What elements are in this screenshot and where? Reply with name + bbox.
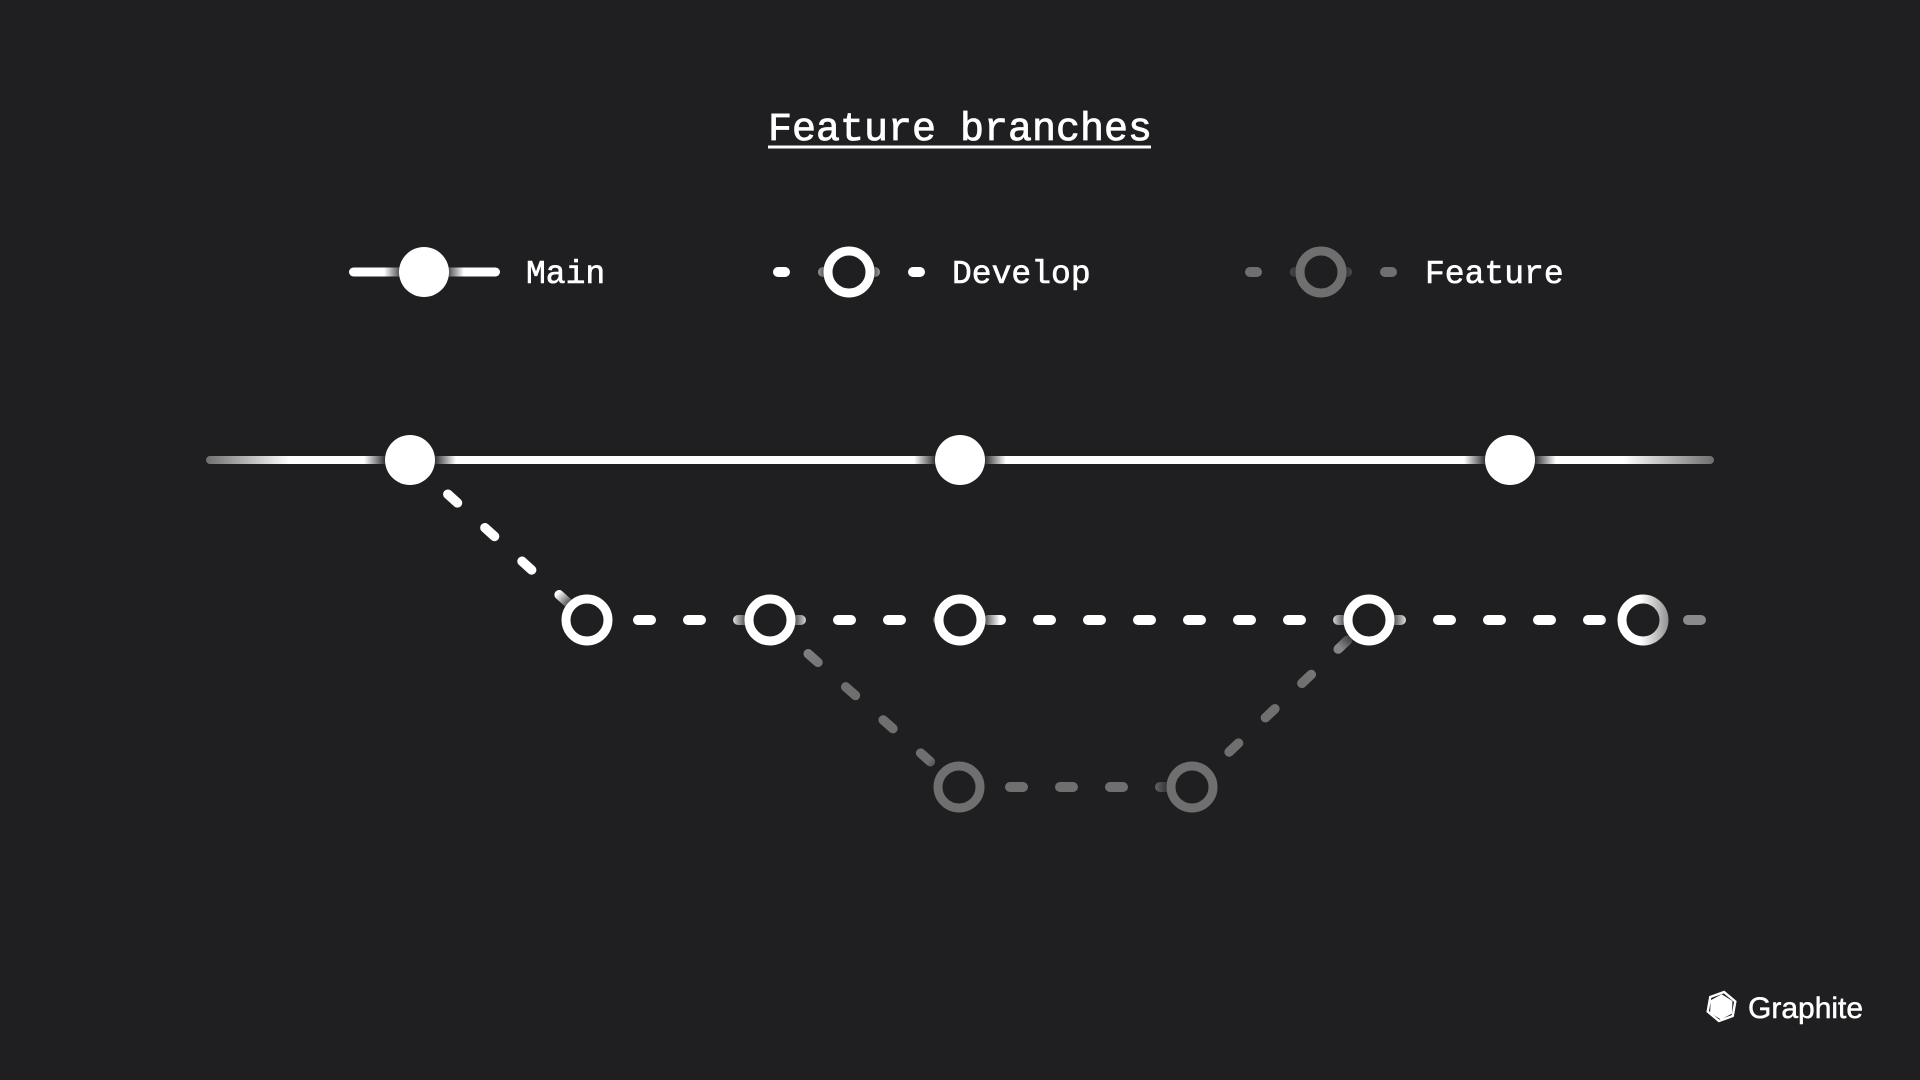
svg-text:Graphite: Graphite bbox=[1748, 992, 1863, 1025]
svg-text:Main: Main bbox=[526, 256, 605, 293]
svg-text:Develop: Develop bbox=[952, 256, 1091, 293]
svg-text:Feature: Feature bbox=[1425, 256, 1564, 293]
